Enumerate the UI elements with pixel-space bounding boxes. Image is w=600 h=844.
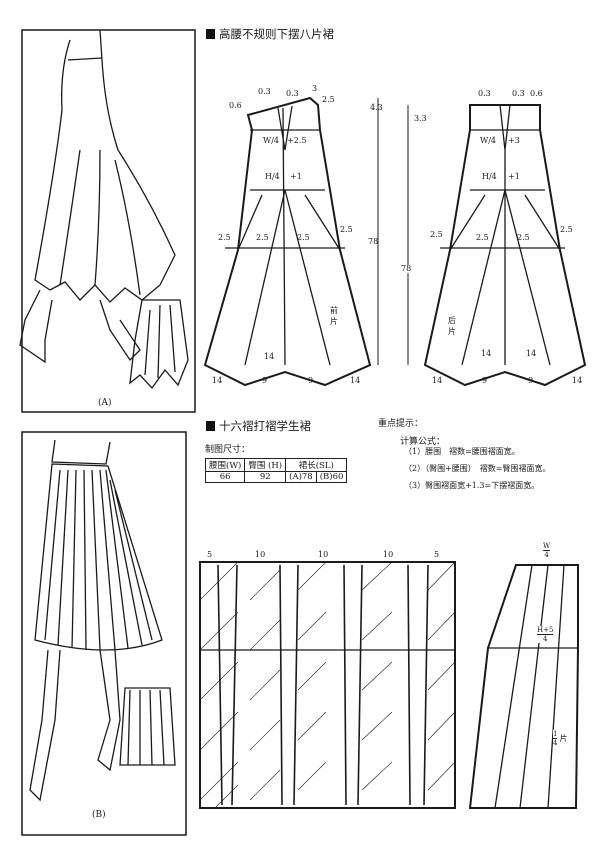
dim: 2.5 <box>218 233 231 242</box>
den: 4 <box>544 551 549 559</box>
dim: 0.6 <box>229 101 242 110</box>
dim: 2.5 <box>430 230 443 239</box>
dim: +1 <box>508 172 520 181</box>
dim: 14 <box>572 376 583 385</box>
den: 4 <box>553 739 558 747</box>
dim: 14 <box>526 349 537 358</box>
dim: H/4 <box>265 172 280 181</box>
dim: 0.3 <box>512 89 525 98</box>
dim: 0.3 <box>258 87 271 96</box>
illustration-a-label: (A) <box>98 398 112 408</box>
dim: +2.5 <box>287 136 307 145</box>
section2-title: 十六褶打褶学生裙 <box>206 418 311 434</box>
spec-header: 裙长(SL) <box>285 458 348 472</box>
num: 1 <box>553 730 558 739</box>
den: 4 <box>542 635 548 643</box>
dim: 0.6 <box>530 89 543 98</box>
dim: 2.5 <box>517 233 530 242</box>
dim: 9 <box>262 376 268 385</box>
title-marker-icon <box>206 29 215 39</box>
section1-title: 高腰不规则下摆八片裙 <box>206 26 334 42</box>
spec-value: 66 <box>204 471 246 483</box>
dim: 14 <box>481 349 492 358</box>
dim: 0.3 <box>478 89 491 98</box>
section1-title-text: 高腰不规则下摆八片裙 <box>219 27 334 41</box>
front-pattern-piece <box>203 96 409 387</box>
pleat-dim: 5 <box>207 550 213 559</box>
illustration-b-label: (B) <box>92 810 106 820</box>
title-marker-icon <box>206 421 215 431</box>
num: H+5 <box>537 626 554 635</box>
dim: +1 <box>290 172 302 181</box>
dim: 9 <box>528 376 534 385</box>
spec-value: 92 <box>244 471 287 483</box>
quarter-panel-piece <box>468 564 579 809</box>
num: W <box>543 542 551 551</box>
dim: 9 <box>308 376 314 385</box>
spec-value: (A)78 <box>285 471 317 483</box>
dim: 2.5 <box>476 233 489 242</box>
front-label: 前片 <box>330 306 338 326</box>
spec-header: 臀围 (H) <box>244 458 287 472</box>
pleat-dim: 10 <box>318 550 329 559</box>
dim: +3 <box>508 136 520 145</box>
dim: 2.5 <box>297 233 310 242</box>
dim: 14 <box>432 376 443 385</box>
section2-title-text: 十六褶打褶学生裙 <box>219 419 311 433</box>
dim: 14 <box>350 376 361 385</box>
spec-caption: 制图尺寸： <box>205 445 251 455</box>
pleat-dim: 5 <box>434 550 440 559</box>
dim: 2.5 <box>256 233 269 242</box>
dim: 14 <box>212 376 223 385</box>
back-pattern-piece <box>423 104 587 387</box>
formula: （2）（臀围+腰围） 褶数=臀围褶面宽。 <box>404 464 551 473</box>
spec-header: 腰围(W) <box>204 458 246 472</box>
formula: （1）腰围 褶数=腰围褶面宽。 <box>404 447 520 456</box>
dim: 3 <box>312 84 318 93</box>
dim: 2.5 <box>560 225 573 234</box>
spec-value: (B)60 <box>315 471 348 483</box>
dim: 78 <box>401 264 412 273</box>
notes-title: 重点提示： <box>378 419 424 429</box>
formula-title: 计算公式： <box>400 437 446 447</box>
dim: W/4 <box>480 136 497 145</box>
dim: 2.5 <box>340 225 353 234</box>
dim: 0.3 <box>286 89 299 98</box>
dim: 78 <box>368 237 379 246</box>
illustration-b-skirt <box>21 431 187 836</box>
piece-label: 片 <box>559 734 568 743</box>
dim: 2.5 <box>322 95 335 104</box>
pleat-layout-grid <box>199 561 456 809</box>
back-label: 后片 <box>448 316 456 336</box>
illustration-a-skirt <box>19 29 196 413</box>
dim: 14 <box>264 352 275 361</box>
dim: 9 <box>482 376 488 385</box>
pleat-dim: 10 <box>383 550 394 559</box>
dim: 4.3 <box>370 103 383 112</box>
pleat-dim: 10 <box>255 550 266 559</box>
formula: （3）臀围褶面宽+1.3=下摆褶面宽。 <box>404 481 540 490</box>
dim: H/4 <box>482 172 497 181</box>
dim: W/4 <box>263 136 280 145</box>
dim: 3.3 <box>414 114 427 123</box>
